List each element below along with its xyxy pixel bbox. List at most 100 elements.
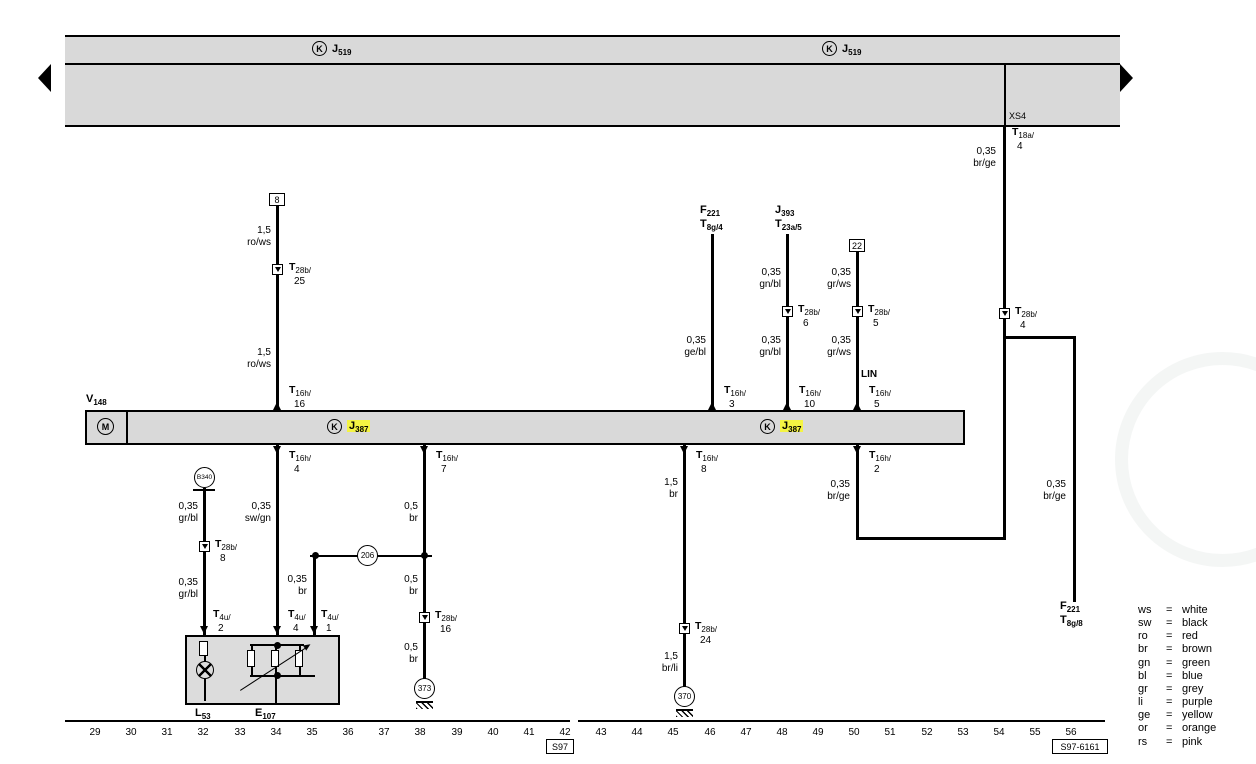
connector-icon	[199, 541, 210, 552]
sheet-code-right: S97-6161	[1052, 739, 1108, 754]
legend-row: ws=white	[1138, 604, 1208, 616]
wire-segment	[1073, 336, 1076, 602]
track-number: 45	[667, 727, 679, 738]
wire-segment	[204, 656, 206, 662]
ground-icon	[676, 709, 693, 717]
legend-row: br=brown	[1138, 643, 1212, 655]
connector-icon	[419, 612, 430, 623]
connector-icon	[679, 623, 690, 634]
track-number: 33	[234, 727, 246, 738]
wire-segment	[423, 445, 426, 679]
bus-bar-j519	[65, 35, 1120, 127]
wire-segment	[276, 205, 279, 410]
pin-label: T16h/ 7	[436, 449, 458, 476]
ground-icon	[416, 701, 433, 709]
component-label-t23a5: T23a/5	[775, 218, 802, 233]
pin-arrow-icon	[310, 626, 318, 634]
wire-segment	[1004, 65, 1006, 127]
k-circle: K	[312, 41, 327, 56]
track-number: 39	[451, 727, 463, 738]
wire-segment	[1003, 336, 1076, 339]
component-label-l53: L53	[195, 707, 211, 722]
reference-circle-206: 206	[357, 545, 378, 566]
track-number: 47	[740, 727, 752, 738]
wire-segment	[251, 667, 253, 676]
pin-label: T16h/ 4	[289, 449, 311, 476]
motor-icon: M	[97, 418, 114, 435]
connector-icon	[272, 264, 283, 275]
pin-arrow-icon	[853, 402, 861, 410]
connector-label: T28b/ 4	[1015, 305, 1037, 332]
track-number: 44	[631, 727, 643, 738]
control-unit-bar-j387	[85, 410, 965, 445]
pin-arrow-icon	[853, 446, 861, 454]
wire-segment	[251, 645, 253, 651]
connector-icon	[782, 306, 793, 317]
next-page-arrow-icon[interactable]	[1120, 64, 1133, 92]
wire-segment	[711, 234, 714, 410]
track-number: 29	[89, 727, 101, 738]
legend-row: gn=green	[1138, 657, 1211, 669]
connector-label: T28b/ 25	[289, 261, 311, 288]
legend-row: li=purple	[1138, 696, 1213, 708]
track-number: 43	[595, 727, 607, 738]
wire-segment	[204, 679, 206, 701]
component-label-t8g8: T8g/8	[1060, 614, 1083, 629]
lamp-icon	[196, 661, 214, 679]
track-number: 50	[848, 727, 860, 738]
junction-dot	[274, 642, 281, 649]
track-number: 30	[125, 727, 137, 738]
ground-circle-373: 373	[414, 678, 435, 699]
lin-bus-label: LIN	[861, 369, 878, 380]
wire-segment	[275, 676, 277, 704]
track-number: 46	[704, 727, 716, 738]
legend-row: ge=yellow	[1138, 709, 1213, 721]
resistor-icon	[199, 641, 208, 656]
legend-row: bl=blue	[1138, 670, 1203, 682]
bus-label-j519: J519	[332, 43, 352, 58]
connector-icon	[852, 306, 863, 317]
track-number: 34	[270, 727, 282, 738]
track-number: 56	[1065, 727, 1077, 738]
track-number: 51	[884, 727, 896, 738]
connector-label: T28b/ 5	[868, 303, 890, 330]
pin-arrow-icon	[708, 402, 716, 410]
component-label-t8g4: T8g/4	[700, 218, 723, 233]
pin-label: T4u/ 2	[213, 608, 231, 635]
legend-row: gr=grey	[1138, 683, 1204, 695]
wire-segment	[304, 675, 315, 677]
connector-label: T28b/ 6	[798, 303, 820, 330]
watermark-logo	[1115, 352, 1256, 567]
wire-segment	[1003, 127, 1006, 539]
wire-segment	[299, 645, 301, 651]
wire-segment	[313, 556, 316, 678]
track-number: 54	[993, 727, 1005, 738]
wire-segment	[299, 667, 301, 676]
legend-row: sw=black	[1138, 617, 1208, 629]
track-number: 38	[414, 727, 426, 738]
track-number: 42	[559, 727, 571, 738]
track-ruler-line	[578, 720, 1105, 722]
unit-label-j387: J387	[347, 420, 371, 435]
pin-label: T18a/ 4	[1012, 126, 1034, 153]
pin-arrow-icon	[273, 402, 281, 410]
sheet-code-left: S97	[546, 739, 574, 754]
prev-page-arrow-icon[interactable]	[38, 64, 51, 92]
pin-arrow-icon	[783, 402, 791, 410]
track-number: 36	[342, 727, 354, 738]
